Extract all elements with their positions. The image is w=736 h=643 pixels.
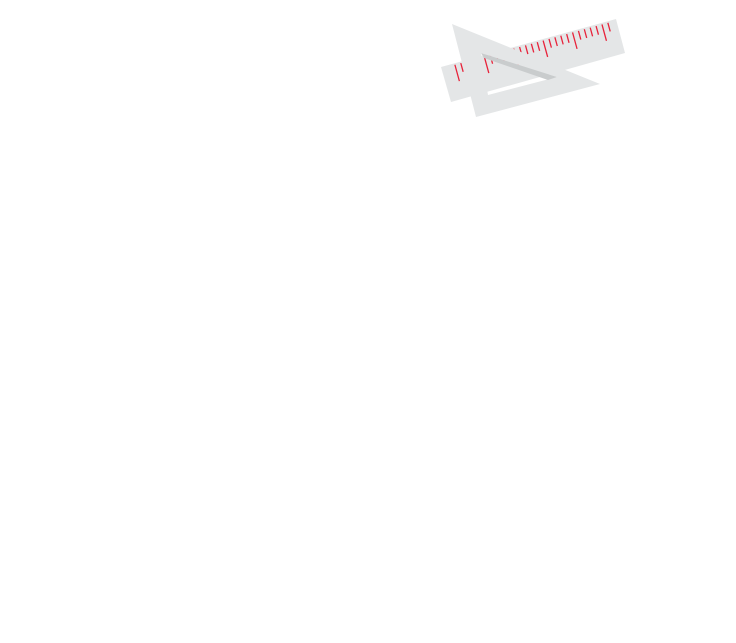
- set-square-icon: [452, 24, 600, 117]
- ruler-and-set-square-icon: [441, 19, 625, 117]
- ruler-tick-short: [460, 62, 464, 72]
- ruler-tick-short: [589, 27, 594, 37]
- ruler-tick-long: [454, 64, 461, 82]
- ruler-tick-short: [560, 35, 564, 45]
- ruler-tick-long: [542, 40, 549, 58]
- set-square-body: [452, 24, 600, 117]
- ruler-tick-short: [595, 25, 600, 35]
- ruler-tick-long: [601, 24, 608, 41]
- ruler-tick-long: [483, 56, 490, 74]
- ruler-tick-short: [554, 37, 558, 47]
- ruler-tick-short: [536, 41, 541, 52]
- ruler-tick-short: [524, 45, 529, 55]
- ruler-tick-short: [583, 29, 588, 39]
- set-square-inner-edge: [481, 53, 557, 80]
- ruler-tick-short: [548, 38, 553, 48]
- ruler-tick-long: [571, 32, 578, 50]
- ruler-tick-short: [566, 33, 570, 43]
- ruler-tick-short: [530, 43, 535, 53]
- ruler-tick-short: [577, 30, 582, 40]
- ruler-tick-short: [607, 22, 611, 32]
